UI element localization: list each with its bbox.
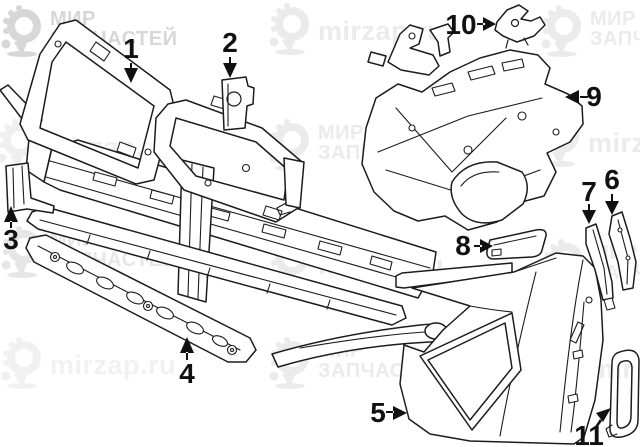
- callout-6-label: 6: [604, 164, 620, 195]
- callout-4-arrow: [180, 337, 194, 360]
- callout-10-label: 10: [445, 9, 476, 40]
- callouts: 1 2 3 4 5 6 7: [3, 9, 620, 447]
- callout-3-label: 3: [3, 224, 19, 255]
- callout-8: 8: [455, 230, 493, 261]
- callout-10: 10: [445, 9, 496, 40]
- part-bumper-cover: [395, 252, 604, 445]
- callout-1-label: 1: [123, 33, 139, 64]
- callout-11-arrow: [594, 408, 611, 429]
- callout-2-label: 2: [222, 27, 238, 58]
- part-side-trim: [605, 349, 640, 439]
- callout-5-arrow: [386, 406, 407, 420]
- callout-8-arrow: [474, 239, 493, 253]
- callout-9: 9: [565, 81, 602, 112]
- callout-2: 2: [222, 27, 238, 78]
- callout-5-label: 5: [370, 397, 386, 428]
- callout-1-arrow: [124, 63, 138, 83]
- part-bracket-7: [585, 223, 616, 311]
- callout-6: 6: [604, 164, 620, 215]
- part-lower-strip: [25, 234, 257, 363]
- part-sensor-bracket: [494, 4, 546, 49]
- callout-9-label: 9: [586, 81, 602, 112]
- callout-4-label: 4: [179, 358, 195, 389]
- part-headlamp-carrier: [276, 23, 584, 231]
- part-bracket-2: [221, 76, 255, 131]
- callout-4: 4: [179, 337, 195, 389]
- callout-3: 3: [3, 206, 19, 255]
- callout-7: 7: [581, 176, 597, 224]
- callout-10-arrow: [477, 17, 496, 31]
- callout-6-arrow: [605, 194, 619, 215]
- callout-8-label: 8: [455, 230, 471, 261]
- callout-11: 11: [574, 408, 611, 447]
- callout-3-arrow: [4, 206, 18, 228]
- callout-7-label: 7: [581, 176, 597, 207]
- part-fog-lamp-trim: [486, 228, 547, 260]
- callout-1: 1: [123, 33, 139, 83]
- part-grille-frame-left: [19, 19, 175, 185]
- callout-9-arrow: [565, 90, 588, 104]
- callout-2-arrow: [223, 57, 237, 78]
- part-bracket-6: [608, 211, 637, 291]
- callout-5: 5: [370, 397, 407, 428]
- callout-7-arrow: [582, 204, 596, 224]
